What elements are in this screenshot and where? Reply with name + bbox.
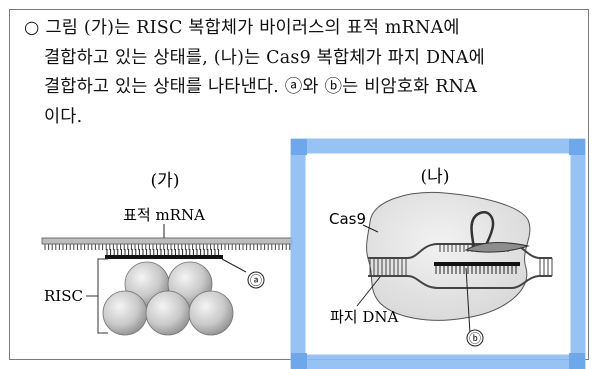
cas9-label: Cas9 [329,210,366,228]
highlight-handle-tr[interactable] [569,139,585,155]
dna-top-strand [368,243,552,259]
selection-highlight[interactable] [290,138,586,369]
figure-na-title: (나) [421,167,450,187]
marker-b-pointer [465,267,471,334]
figure-ga-title: (가) [151,171,180,191]
rna-hairpin [470,211,495,251]
marker-a-circle [247,271,265,289]
guide-rna-a [105,255,223,259]
highlight-frame[interactable] [290,138,586,369]
risc-label: RISC [44,287,83,305]
figure-na: (나) Cas9 파지 DNA ⓑ [329,167,553,347]
mrna-bases [44,244,291,250]
rna-scaffold [464,242,530,253]
dna-bottom-strand [368,275,552,289]
question-line-4: 이다. [44,106,83,127]
risc-complex [102,261,234,336]
guide-rna-b-bases [435,266,517,274]
cas9-protein [366,191,531,321]
figure-ga: (가) 표적 mRNA ⓐ RISC [41,171,293,336]
marker-b-label: ⓑ [469,332,481,346]
mrna-strand [41,237,293,245]
question-line-1: ○그림 (가)는 RISC 복합체가 바이러스의 표적 mRNA에 [24,18,460,38]
marker-a-pointer [221,258,247,273]
bullet-icon: ○ [24,18,40,38]
highlight-handle-bl[interactable] [291,353,307,369]
question-line-3: 결합하고 있는 상태를 나타낸다. ⓐ와 ⓑ는 비암호화 RNA [44,77,477,97]
highlight-handle-br[interactable] [569,353,585,369]
guide-rna-a-bases [106,249,220,255]
risc-sphere [145,290,191,336]
question-text: ○그림 (가)는 RISC 복합체가 바이러스의 표적 mRNA에 결합하고 있… [24,14,586,132]
cas9-pointer [362,224,379,233]
guide-rna-b [434,262,520,266]
marker-a-label: ⓐ [250,274,262,288]
phage-dna-pointer [356,276,381,307]
risc-sphere [188,290,234,336]
target-mrna-label: 표적 mRNA [123,206,205,224]
risc-sphere [102,290,148,336]
highlight-handle-tl[interactable] [291,139,307,155]
phage-dna-label: 파지 DNA [330,308,399,326]
question-line-2: 결합하고 있는 상태를, (나)는 Cas9 복합체가 파지 DNA에 [44,47,485,68]
marker-b-circle [466,329,484,347]
